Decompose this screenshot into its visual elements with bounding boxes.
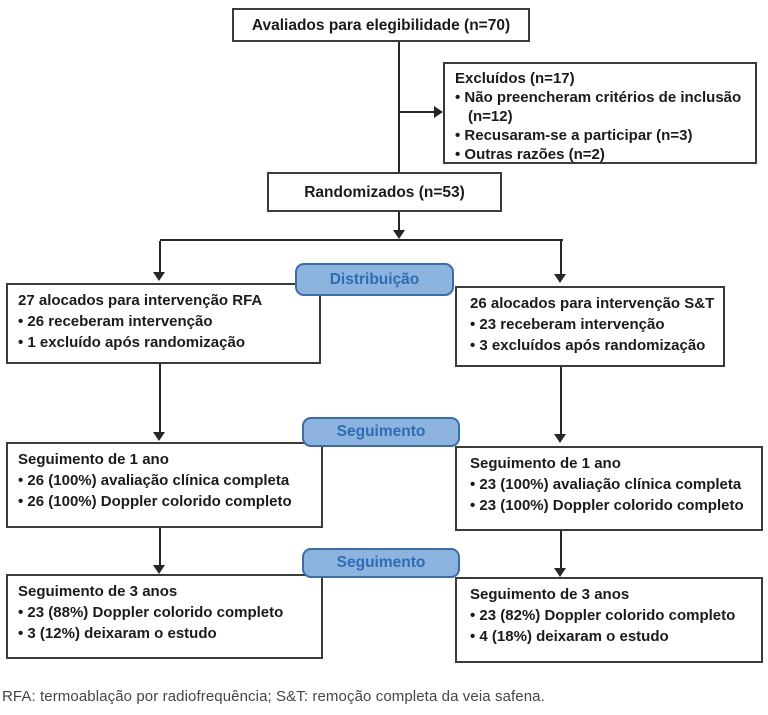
connector-alloc-left-down xyxy=(159,364,161,432)
box-followup1-st-item: • 23 (100%) Doppler colorido completo xyxy=(470,497,744,514)
connector-alloc-right-down xyxy=(560,367,562,434)
arrowhead-right-excluded xyxy=(434,106,443,118)
arrowhead-down-fu1-left xyxy=(153,432,165,441)
box-excluded-item: • Outras razões (n=2) xyxy=(455,146,605,163)
box-followup1-rfa-item: • 26 (100%) avaliação clínica completa xyxy=(18,472,290,489)
box-followup3-st-title: Seguimento de 3 anos xyxy=(470,586,630,603)
connector-eligibility-to-randomized xyxy=(398,41,400,172)
abbreviations-footnote: RFA: termoablação por radiofrequência; S… xyxy=(2,688,545,705)
box-allocation-st: 26 alocados para intervenção S&T • 23 re… xyxy=(455,286,725,367)
stage-badge-followup-3-label: Seguimento xyxy=(336,554,426,571)
connector-to-excluded xyxy=(400,111,434,113)
connector-fu1-right-down xyxy=(560,531,562,568)
arrowhead-down-fu1-right xyxy=(554,434,566,443)
box-eligibility-text: Avaliados para elegibilidade (n=70) xyxy=(251,16,511,34)
box-allocation-st-title: 26 alocados para intervenção S&T xyxy=(470,295,715,312)
box-followup1-rfa: Seguimento de 1 ano • 26 (100%) avaliaçã… xyxy=(6,442,323,528)
arrowhead-down-fu3-left xyxy=(153,565,165,574)
box-allocation-rfa-title: 27 alocados para intervenção RFA xyxy=(18,292,263,309)
arrowhead-down-allocation-left xyxy=(153,272,165,281)
stage-badge-followup-3: Seguimento xyxy=(302,548,460,578)
box-followup1-st: Seguimento de 1 ano • 23 (100%) avaliaçã… xyxy=(455,446,763,531)
box-allocation-rfa-item: • 1 excluído após randomização xyxy=(18,334,245,351)
connector-randomized-down xyxy=(398,212,400,231)
arrowhead-down-split xyxy=(393,230,405,239)
stage-badge-allocation: Distribuição xyxy=(295,263,454,296)
box-followup1-rfa-title: Seguimento de 1 ano xyxy=(18,451,169,468)
stage-badge-allocation-label: Distribuição xyxy=(329,270,420,288)
stage-badge-followup-1: Seguimento xyxy=(302,417,460,447)
box-followup3-st-item: • 23 (82%) Doppler colorido completo xyxy=(470,607,736,624)
connector-split-right xyxy=(560,241,562,274)
stage-badge-followup-1-label: Seguimento xyxy=(336,423,426,440)
box-excluded: Excluídos (n=17) • Não preencheram crité… xyxy=(443,62,757,164)
box-followup3-rfa: Seguimento de 3 anos • 23 (88%) Doppler … xyxy=(6,574,323,659)
box-allocation-st-item: • 23 receberam intervenção xyxy=(470,316,665,333)
connector-split-left xyxy=(159,241,161,272)
connector-fu1-left-down xyxy=(159,528,161,565)
box-eligibility: Avaliados para elegibilidade (n=70) xyxy=(232,8,530,42)
box-followup3-rfa-item: • 3 (12%) deixaram o estudo xyxy=(18,625,217,642)
box-followup3-st: Seguimento de 3 anos • 23 (82%) Doppler … xyxy=(455,577,763,663)
box-followup3-rfa-title: Seguimento de 3 anos xyxy=(18,583,178,600)
box-randomized: Randomizados (n=53) xyxy=(267,172,502,212)
box-excluded-title: Excluídos (n=17) xyxy=(455,70,575,87)
box-followup3-rfa-item: • 23 (88%) Doppler colorido completo xyxy=(18,604,284,621)
arrowhead-down-allocation-right xyxy=(554,274,566,283)
box-allocation-st-item: • 3 excluídos após randomização xyxy=(470,337,706,354)
box-followup1-st-title: Seguimento de 1 ano xyxy=(470,455,621,472)
arrowhead-down-fu3-right xyxy=(554,568,566,577)
box-excluded-item: • Recusaram-se a participar (n=3) xyxy=(455,127,693,144)
box-followup1-st-item: • 23 (100%) avaliação clínica completa xyxy=(470,476,742,493)
box-followup1-rfa-item: • 26 (100%) Doppler colorido completo xyxy=(18,493,292,510)
box-allocation-rfa-item: • 26 receberam intervenção xyxy=(18,313,213,330)
box-randomized-text: Randomizados (n=53) xyxy=(304,183,465,201)
box-allocation-rfa: 27 alocados para intervenção RFA • 26 re… xyxy=(6,283,321,364)
connector-split-horizontal xyxy=(160,239,563,241)
box-followup3-st-item: • 4 (18%) deixaram o estudo xyxy=(470,628,669,645)
box-excluded-item: • Não preencheram critérios de inclusão … xyxy=(455,89,742,125)
